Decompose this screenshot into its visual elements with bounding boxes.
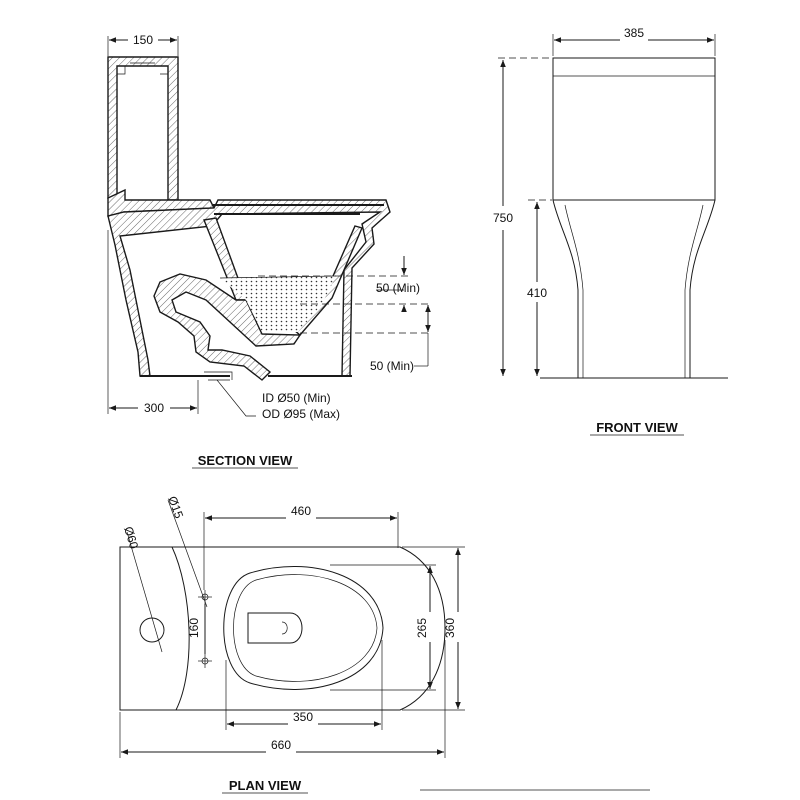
- dim-plan-bowl-inner-length: 350: [293, 710, 313, 724]
- plan-tank-hole: [139, 617, 165, 643]
- dim-outlet-id: ID Ø50 (Min): [262, 391, 331, 405]
- front-pedestal: [552, 199, 716, 379]
- plan-view: Ø60 Ø15 160 460 265 360 350: [119, 494, 650, 794]
- dim-plan-total-length: 660: [271, 738, 291, 752]
- dim-rough-in: 300: [144, 401, 164, 415]
- plan-bowl-inner: [233, 574, 378, 682]
- dim-trap-clearance: 50 (Min): [370, 359, 414, 373]
- section-seat: [212, 204, 384, 215]
- dim-tank-depth: 150: [133, 33, 153, 47]
- dim-plan-bowl-inner-width: 265: [415, 618, 429, 638]
- plan-bowl-rim: [223, 566, 384, 690]
- dim-plan-bowl-length: 460: [291, 504, 311, 518]
- plan-outlet-detail: [281, 621, 288, 635]
- dim-plan-fixing-spacing: 160: [187, 618, 201, 638]
- front-pedestal-inner: [564, 204, 704, 378]
- dim-front-total-height: 750: [493, 211, 513, 225]
- section-tank-lid: [117, 62, 169, 75]
- dim-water-seal: 50 (Min): [376, 281, 420, 295]
- section-tank-shell: [107, 56, 179, 201]
- leader-line: [126, 531, 163, 653]
- dim-outlet-od: OD Ø95 (Max): [262, 407, 340, 421]
- dim-front-width: 385: [624, 26, 644, 40]
- plan-outline: [119, 546, 446, 711]
- section-outlet: [204, 371, 233, 381]
- section-trapway: [153, 273, 302, 381]
- plan-view-title: PLAN VIEW: [229, 778, 302, 793]
- front-tank: [552, 57, 716, 201]
- leader-line: [216, 379, 256, 417]
- dim-plan-hole-diameter: Ø60: [121, 525, 141, 551]
- plan-outlet: [247, 612, 303, 644]
- dim-plan-fixing-diameter: Ø15: [165, 494, 186, 520]
- plan-tank-curve: [171, 546, 190, 711]
- leader-line: [167, 499, 208, 608]
- section-view: 150 300 50 (Min) 50 (Min) ID Ø50 (Min) O…: [107, 33, 432, 469]
- section-view-title: SECTION VIEW: [198, 453, 293, 468]
- plan-fixing-hole: [198, 654, 212, 668]
- dim-front-seat-height: 410: [527, 286, 547, 300]
- front-view-title: FRONT VIEW: [596, 420, 678, 435]
- dim-plan-width: 360: [443, 618, 457, 638]
- section-water: [220, 276, 336, 332]
- front-view: 385 750 410 FRONT VIEW: [493, 26, 728, 436]
